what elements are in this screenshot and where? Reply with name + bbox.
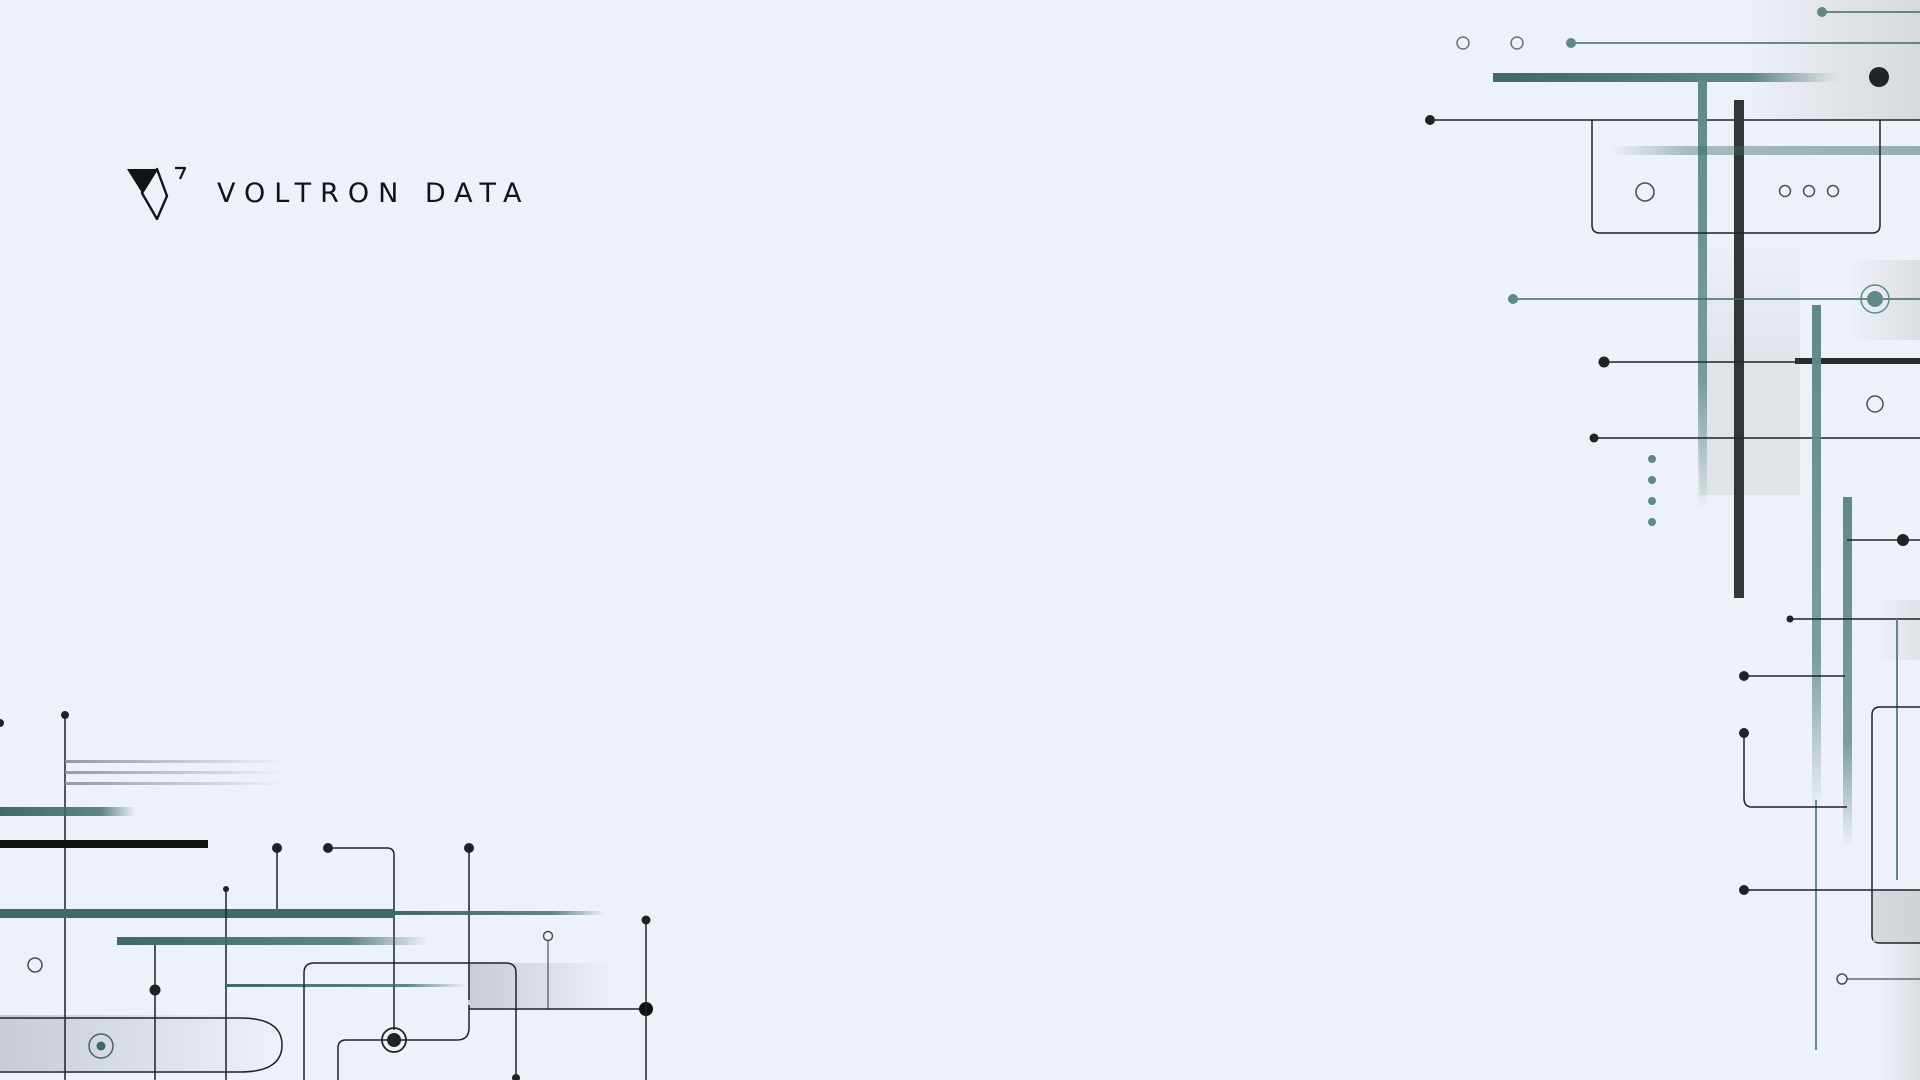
voltron-logo-icon	[127, 166, 187, 220]
top-right-circuit	[1425, 0, 1920, 1080]
brand-logo: VOLTRON DATA	[127, 166, 530, 220]
bottom-left-circuit	[0, 711, 653, 1080]
brand-wordmark: VOLTRON DATA	[217, 177, 531, 209]
